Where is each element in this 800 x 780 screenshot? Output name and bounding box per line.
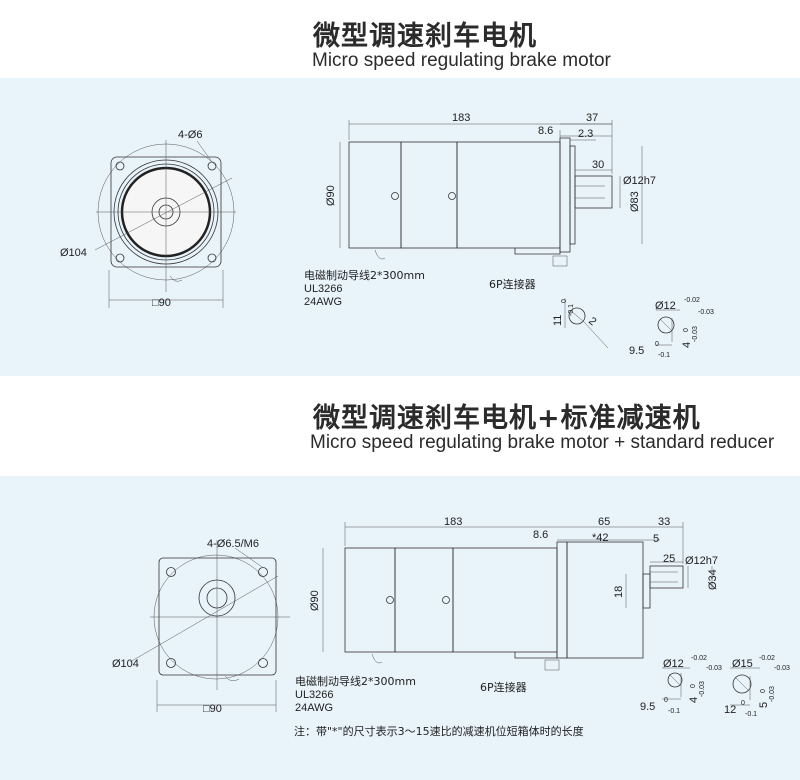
s2-side-view [322,522,713,671]
s1-body-dia: Ø90 [325,185,337,206]
s2-lead-line2: UL3266 [295,689,334,701]
s2-b-d1: 5 [758,702,770,708]
s1-dim-23: 2.3 [578,128,593,140]
s2-b-tol-a: -0.02 [759,655,775,662]
s2-pilot: Ø34 [707,569,719,590]
s2-b-d1-tol-a: 0 [760,689,767,693]
s2-a-d2-tol-b: -0.1 [668,708,680,715]
s2-dim-18: 18 [613,586,625,598]
s1-detail-key-tol-a: -0.02 [684,297,700,304]
s1-detail-d3-tol-b: -0.03 [692,326,699,342]
s1-lead-line2: UL3266 [304,283,343,295]
s1-detail-d3: 4 [681,342,693,348]
s1-shaft-detail-a [564,298,609,349]
s1-len-total: 183 [452,112,470,124]
s2-lead-line1: 电磁制动导线2*300mm [295,674,416,688]
s2-a-tol-b: -0.03 [706,665,722,672]
s2-b-d2-tol-b: -0.1 [745,711,757,718]
s1-detail-key: Ø12 [655,300,676,312]
s2-a-d1: 4 [688,697,700,703]
s1-pilot: Ø83 [629,191,641,212]
s2-shaft-dia: Ø12h7 [685,555,718,567]
s2-b-key: Ø15 [732,658,753,670]
section2-title-en: Micro speed regulating brake motor + sta… [310,432,775,453]
s2-a-d2-tol-a: 0 [664,697,668,704]
s2-b-d2: 12 [724,704,736,716]
s1-front-view [94,140,236,308]
s1-detail-d3-tol-a: 0 [683,328,690,332]
s2-body-dia: Ø90 [309,590,321,611]
s2-lead-line3: 24AWG [295,702,333,714]
s2-b-tol-b: -0.03 [774,665,790,672]
s1-detail-d1: 11 [552,315,564,326]
s1-lead-line1: 电磁制动导线2*300mm [304,268,425,282]
s2-front-diameter-label: Ø104 [112,658,139,670]
s1-shaft-detail-b [656,309,680,346]
s2-front-holes-label: 4-Ø6.5/M6 [207,538,259,550]
s1-connector: 6P连接器 [489,278,536,291]
s2-front-square-label: □90 [203,703,222,715]
s1-detail-d4-tol-b: -0.1 [658,352,670,359]
s1-detail-tol1a: 0 [561,299,568,303]
s1-front-square-label: □90 [152,297,171,309]
s2-dim-5: 5 [653,533,659,545]
s2-len-gear: 65 [598,516,610,528]
section1-title-cn: 微型调速刹车电机 [313,21,537,52]
s2-a-d2: 9.5 [640,701,655,713]
s2-len-total: 183 [444,516,462,528]
s2-b-d1-tol-b: -0.03 [769,686,776,702]
s1-shaft-dia: Ø12h7 [623,175,656,187]
s1-detail-tol1b: -0.1 [568,304,575,316]
s1-lead-line3: 24AWG [304,296,342,308]
s1-len-shaft: 37 [586,112,598,124]
s2-a-key: Ø12 [663,658,684,670]
s2-a-d1-tol-a: 0 [690,684,697,688]
s2-shaft-detail-b [730,667,760,706]
s1-dim-86: 8.6 [538,125,553,137]
section2-title-cn: 微型调速刹车电机+标准减速机 [313,403,701,434]
s2-a-d1-tol-b: -0.03 [699,681,706,697]
s1-detail-key-tol-b: -0.03 [698,309,714,316]
s1-front-holes-label: 4-Ø6 [178,129,202,141]
s2-len-star: *42 [592,532,609,544]
s1-side-view [339,120,643,267]
s2-front-view [129,540,290,712]
s2-connector: 6P连接器 [480,681,527,694]
s1-detail-d4-tol-a: 0 [655,341,659,348]
s2-a-tol-a: -0.02 [691,655,707,662]
s2-len-shaft: 33 [658,516,670,528]
s2-dim-86: 8.6 [533,529,548,541]
footnote: 注：带"*"的尺寸表示3～15速比的减速机位短箱体时的长度 [294,725,584,738]
s2-b-d2-tol-a: 0 [741,700,745,707]
s1-detail-d4: 9.5 [629,345,644,357]
section1-title-en: Micro speed regulating brake motor [312,50,611,71]
s1-front-diameter-label: Ø104 [60,247,87,259]
s1-key-len: 30 [592,159,604,171]
section2-drawing-panel [0,476,800,780]
s2-key-len: 25 [663,553,675,565]
s2-shaft-detail-a [662,667,690,700]
